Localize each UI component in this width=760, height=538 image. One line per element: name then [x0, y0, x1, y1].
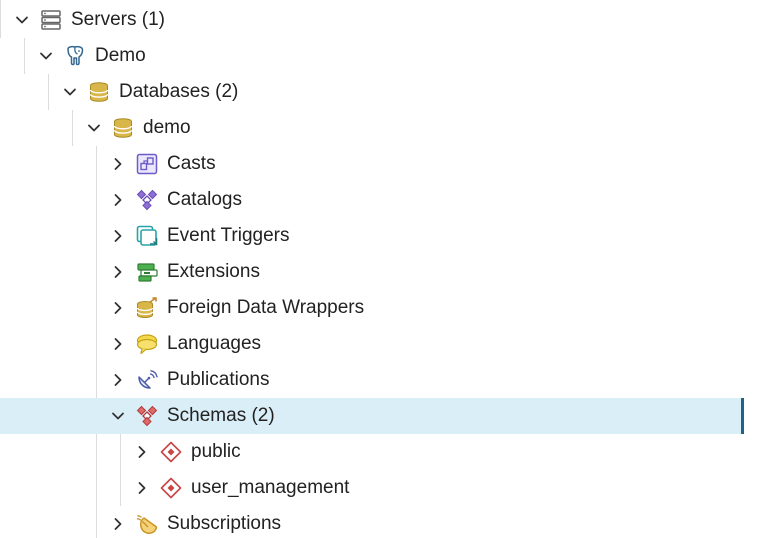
tree-node-event-triggers[interactable]: Event Triggers — [0, 218, 744, 254]
tree-node-label: user_management — [191, 477, 350, 498]
casts-icon — [136, 153, 158, 175]
subscriptions-icon — [136, 513, 158, 535]
tree-node-extensions[interactable]: Extensions — [0, 254, 744, 290]
tree-node-label: public — [191, 441, 241, 462]
tree-node-label: Schemas (2) — [167, 405, 275, 426]
schema-icon — [160, 441, 182, 463]
chevron-right-icon[interactable] — [110, 228, 126, 244]
chevron-down-icon[interactable] — [38, 48, 54, 64]
chevron-right-icon[interactable] — [110, 264, 126, 280]
schemas-icon — [136, 405, 158, 427]
tree-node-databases[interactable]: Databases (2) — [0, 74, 744, 110]
tree-guide-line — [24, 38, 25, 74]
tree-node-label: Languages — [167, 333, 262, 354]
tree-node-languages[interactable]: Languages — [0, 326, 744, 362]
tree-node-schemas[interactable]: Schemas (2) — [0, 398, 744, 434]
chevron-right-icon[interactable] — [110, 192, 126, 208]
tree-node-label: Publications — [167, 369, 270, 390]
foreign-data-wrapper-icon — [136, 297, 158, 319]
database-icon — [112, 117, 134, 139]
tree-node-foreign-data-wrappers[interactable]: Foreign Data Wrappers — [0, 290, 744, 326]
publications-icon — [136, 369, 158, 391]
tree-node-label: Extensions — [167, 261, 260, 282]
tree-node-label: Event Triggers — [167, 225, 290, 246]
tree-node-subscriptions[interactable]: Subscriptions — [0, 506, 744, 538]
chevron-right-icon[interactable] — [134, 480, 150, 496]
tree-node-servers[interactable]: Servers (1) — [0, 2, 744, 38]
chevron-down-icon[interactable] — [86, 120, 102, 136]
selection-indicator-bar — [741, 398, 744, 434]
schema-icon — [160, 477, 182, 499]
tree-node-label: demo — [143, 117, 191, 138]
tree-node-label: Servers (1) — [71, 9, 165, 30]
tree-node-demo-server[interactable]: Demo — [0, 38, 744, 74]
databases-icon — [88, 81, 110, 103]
chevron-down-icon[interactable] — [14, 12, 30, 28]
chevron-right-icon[interactable] — [110, 336, 126, 352]
chevron-down-icon[interactable] — [110, 408, 126, 424]
tree-node-label: Catalogs — [167, 189, 242, 210]
server-icon — [40, 9, 62, 31]
tree-guide-line — [72, 110, 73, 146]
tree-node-schema-user-management[interactable]: user_management — [0, 470, 744, 506]
tree-node-demo-database[interactable]: demo — [0, 110, 744, 146]
extensions-icon — [136, 261, 158, 283]
chevron-right-icon[interactable] — [110, 156, 126, 172]
chevron-right-icon[interactable] — [134, 444, 150, 460]
postgres-elephant-icon — [64, 45, 86, 67]
chevron-right-icon[interactable] — [110, 516, 126, 532]
tree-node-label: Subscriptions — [167, 513, 282, 534]
tree-node-schema-public[interactable]: public — [0, 434, 744, 470]
tree-node-publications[interactable]: Publications — [0, 362, 744, 398]
tree-node-label: Casts — [167, 153, 216, 174]
chevron-right-icon[interactable] — [110, 300, 126, 316]
tree-node-label: Foreign Data Wrappers — [167, 297, 365, 318]
event-trigger-icon — [136, 225, 158, 247]
tree-node-casts[interactable]: Casts — [0, 146, 744, 182]
tree-guide-line — [96, 146, 97, 538]
languages-icon — [136, 333, 158, 355]
tree-guide-line — [120, 434, 121, 506]
tree-guide-line — [0, 0, 1, 38]
tree-guide-line — [48, 74, 49, 110]
catalogs-icon — [136, 189, 158, 211]
chevron-down-icon[interactable] — [62, 84, 78, 100]
tree-node-catalogs[interactable]: Catalogs — [0, 182, 744, 218]
tree-node-label: Demo — [95, 45, 146, 66]
chevron-right-icon[interactable] — [110, 372, 126, 388]
tree-node-label: Databases (2) — [119, 81, 239, 102]
